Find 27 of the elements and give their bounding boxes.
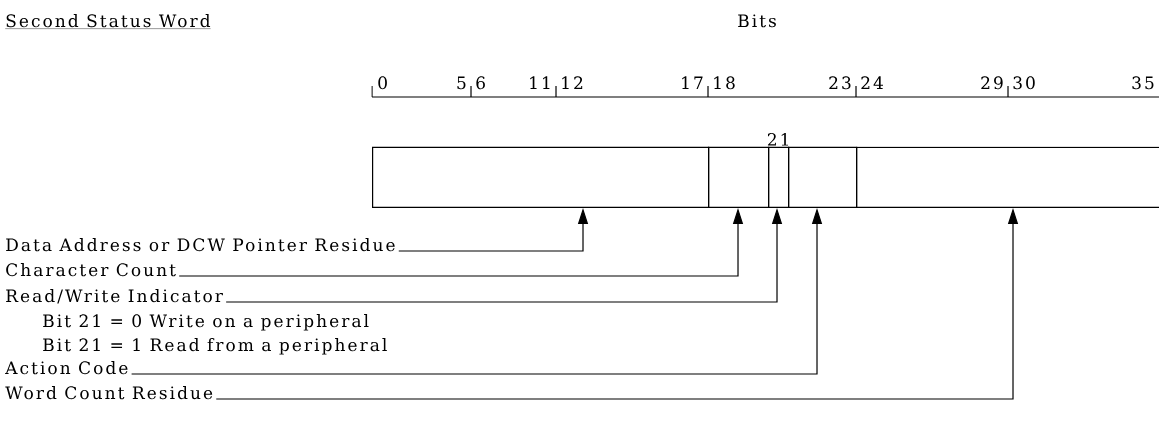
note-text: Bit 21 = 0 Write on a peripheral	[43, 314, 369, 331]
bit-number: 17	[682, 76, 703, 89]
node-label: 21	[767, 132, 789, 146]
bit-number: 29	[981, 76, 1003, 90]
axis-title: Bits	[738, 14, 776, 28]
register-field: 21	[767, 132, 790, 208]
bit-number: 18	[714, 76, 735, 90]
note-text: Bit 21 = 1 Read from a peripheral	[43, 338, 387, 355]
bit-number: 35	[1132, 76, 1154, 90]
register-field	[788, 146, 858, 208]
bit-number: 12	[562, 76, 583, 89]
bit-number: 23	[829, 76, 851, 90]
field-label: Read/Write Indicator	[6, 289, 223, 304]
bit-number: 24	[861, 76, 883, 89]
field-label: Data Address or DCW Pointer Residue	[6, 238, 395, 252]
register-field	[708, 146, 770, 208]
register-field	[856, 146, 1159, 208]
heading: Second Status Word	[5, 14, 211, 29]
bit-number: 30	[1013, 76, 1035, 90]
field-label: Character Count	[6, 263, 176, 277]
register-field	[372, 146, 710, 208]
field-label: Action Code	[5, 361, 128, 375]
bit-number: 0	[378, 76, 387, 90]
field-label: Word Count Residue	[5, 386, 213, 400]
bit-number: 5	[457, 76, 466, 90]
bit-number: 11	[530, 76, 550, 89]
bit-number: 6	[476, 76, 485, 90]
